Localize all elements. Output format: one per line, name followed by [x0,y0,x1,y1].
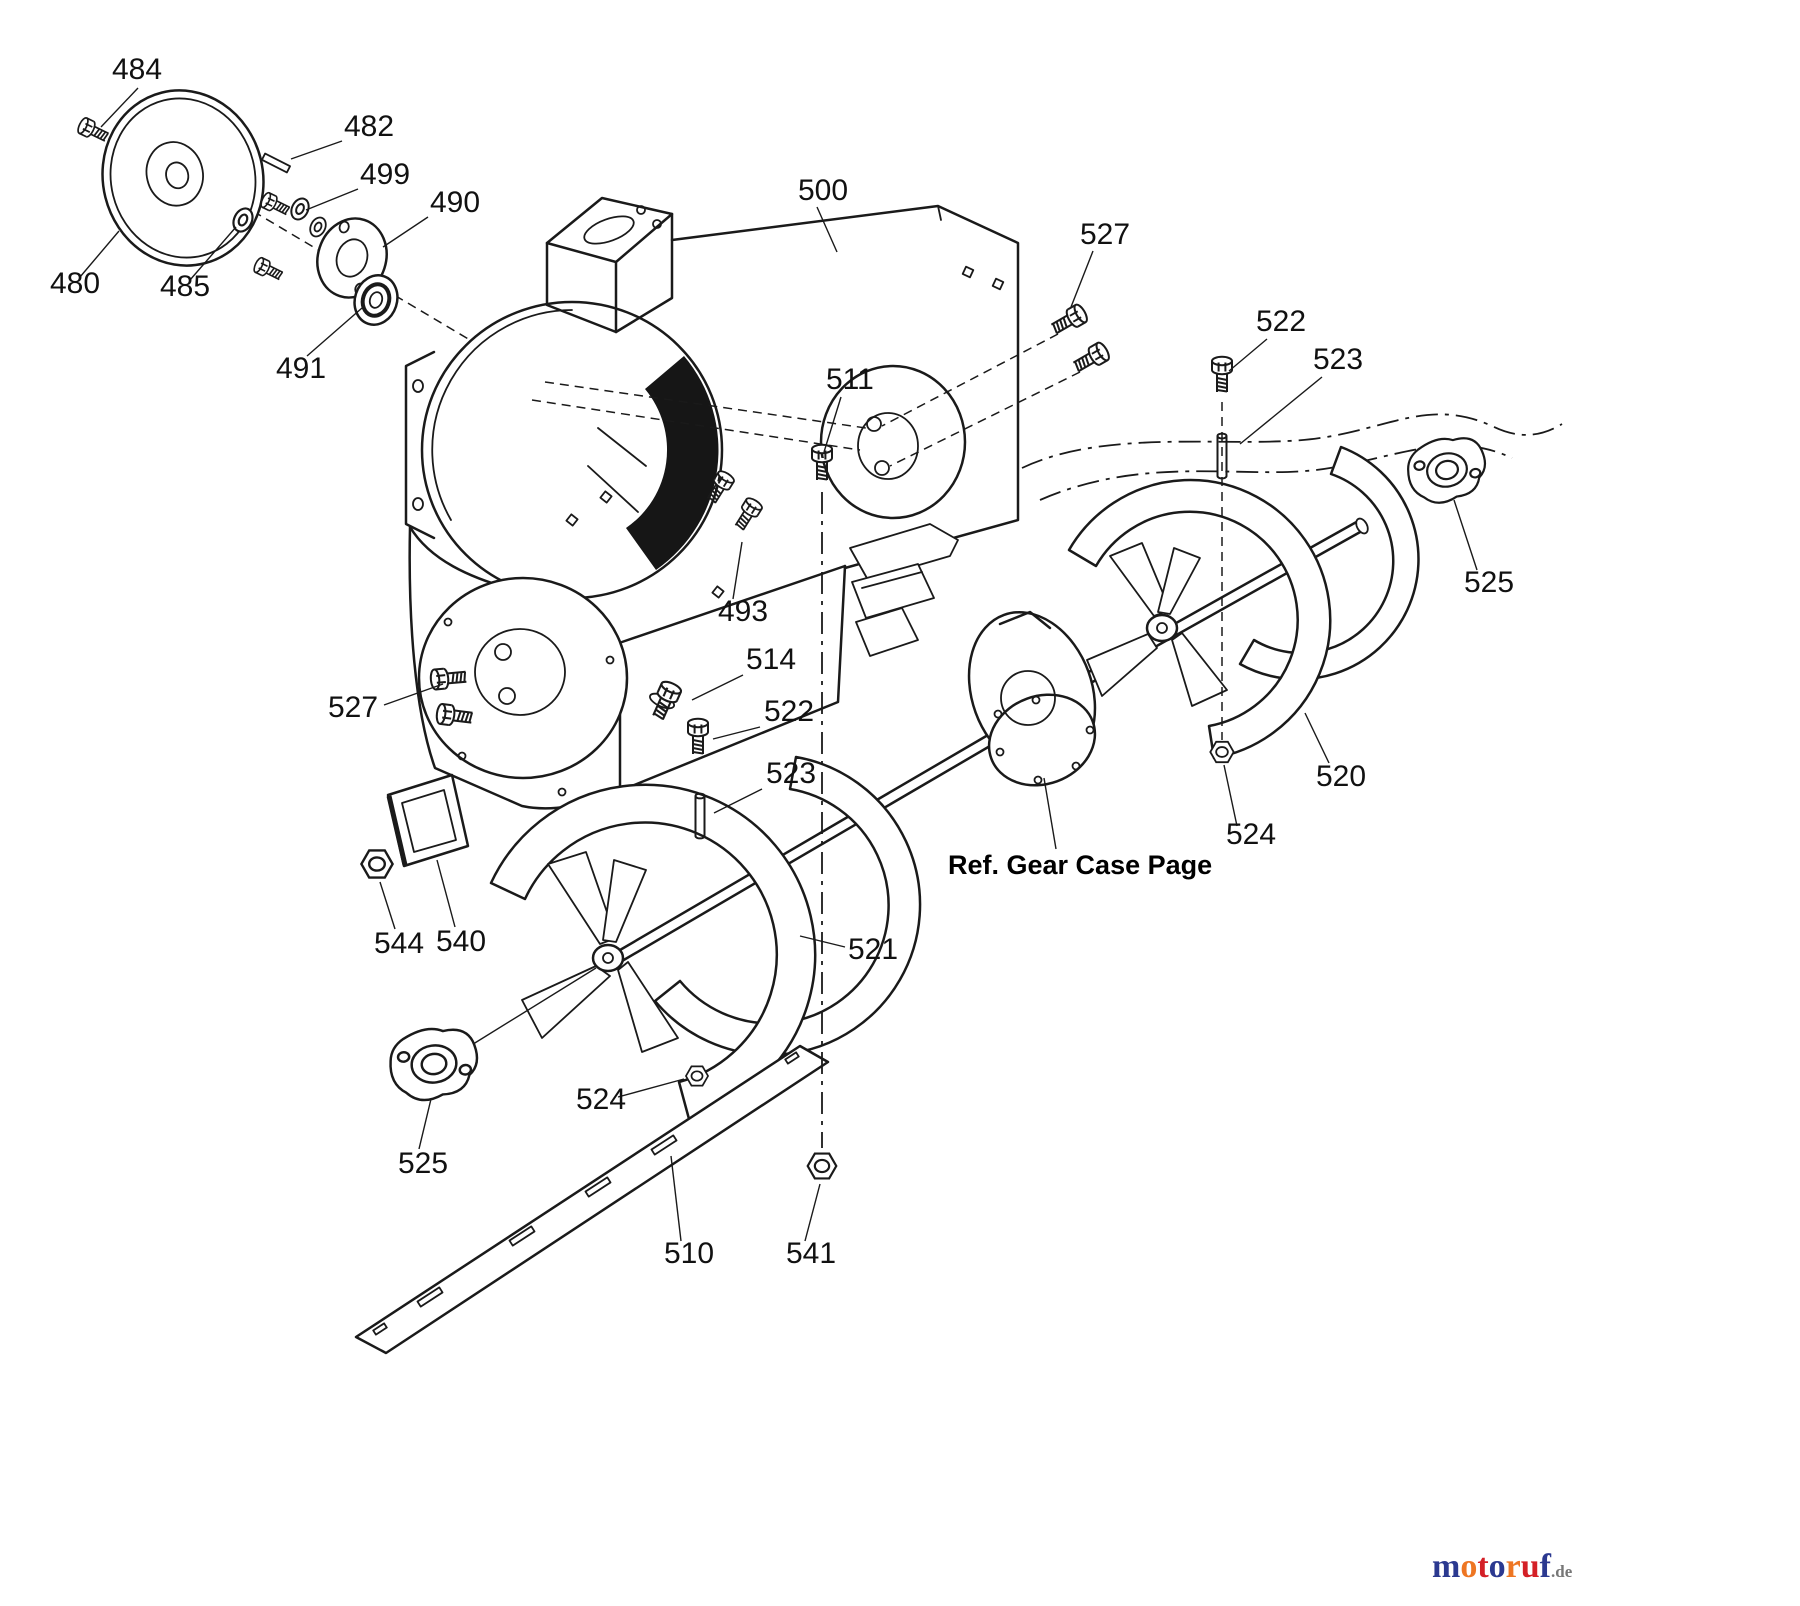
callout-521: 521 [848,933,898,966]
callout-485: 485 [160,270,210,303]
callout-500: 500 [798,174,848,207]
callout-524-bottom: 524 [576,1083,626,1116]
watermark-letter: u [1520,1548,1540,1585]
auger-housing [404,196,1081,810]
nut-524-right [1209,740,1235,764]
bolt-493-b [730,495,765,534]
callout-525-left: 525 [398,1147,448,1180]
callout-499: 499 [360,158,410,191]
bolt-484 [75,115,112,146]
gear-case-note: Ref. Gear Case Page [948,850,1212,880]
fasteners [360,301,1493,1180]
bolt-499b [251,255,286,284]
callout-527-left: 527 [328,691,378,724]
watermark-letter: o [1460,1548,1478,1585]
callout-541: 541 [786,1237,836,1270]
callout-511: 511 [826,363,874,396]
watermark-letter: t [1477,1548,1489,1585]
callout-523-mid: 523 [766,757,816,790]
callout-482: 482 [344,110,394,143]
nut-524-bottom [685,1065,709,1087]
callout-524-right: 524 [1226,818,1276,851]
leader-lines [79,87,1478,1242]
nut-544 [360,849,394,879]
pulley-assembly [75,89,471,341]
callout-514: 514 [746,643,796,676]
watermark-tld: .de [1551,1562,1573,1581]
callout-490: 490 [430,186,480,219]
callout-520: 520 [1316,760,1366,793]
scraper-bar [354,1044,830,1355]
gear-case [967,610,1097,787]
nut-541 [806,1152,838,1180]
bolt-527-top-b [1069,339,1113,377]
watermark-logo: motoruf.de [1432,1548,1572,1586]
callout-labels: 484 482 499 490 480 485 491 500 527 522 … [50,53,1514,1270]
bolt-522-right [1211,355,1233,393]
callout-544: 544 [374,927,424,960]
watermark-letter: m [1432,1548,1461,1585]
callout-510: 510 [664,1237,714,1270]
watermark-letter: r [1505,1548,1521,1585]
bolt-522-mid [687,717,709,755]
watermark-letter: o [1488,1548,1506,1585]
key-482 [261,152,291,174]
callout-491: 491 [276,352,326,385]
auger-right [1067,445,1420,760]
callout-484: 484 [112,53,162,86]
flange-bearing-525-right [1401,429,1493,510]
callout-522-mid: 522 [764,695,814,728]
callout-523-right: 523 [1313,343,1363,376]
flange-bearing-525-left [384,1021,484,1106]
callout-493: 493 [718,595,768,628]
bracket-540 [386,773,470,868]
bolt-499a [258,190,293,219]
callout-522-right: 522 [1256,305,1306,338]
callout-480: 480 [50,267,100,300]
bearing-491 [353,274,399,326]
auger-left [469,755,922,1121]
callout-527-top: 527 [1080,218,1130,251]
watermark-letter: f [1539,1548,1551,1585]
bolt-527-top-a [1047,301,1091,339]
callout-525-right: 525 [1464,566,1514,599]
callout-540: 540 [436,925,486,958]
